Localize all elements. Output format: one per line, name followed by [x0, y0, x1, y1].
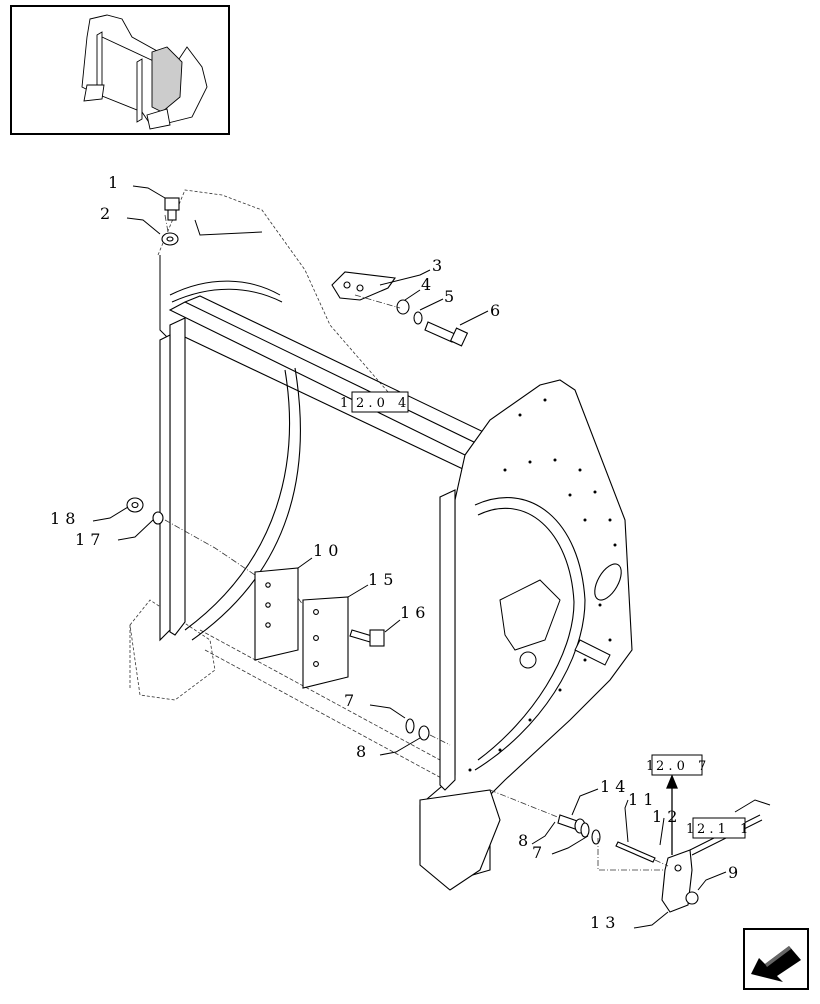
svg-text:7: 7 — [698, 759, 706, 774]
reference-12-11: 1 2 . 1 1 — [686, 817, 748, 839]
callout-3: 3 — [432, 256, 442, 275]
callout-15: 1 5 — [368, 570, 393, 589]
bolt-16 — [349, 629, 385, 647]
wear-plate-10 — [254, 567, 299, 661]
washer-5 — [413, 311, 423, 325]
bolt-6 — [424, 321, 469, 347]
callout-14: 1 4 — [600, 777, 625, 796]
washer-17 — [152, 511, 164, 525]
left-curved-strip — [184, 367, 301, 641]
washer-4 — [396, 299, 410, 315]
svg-text:1: 1 — [646, 759, 654, 774]
upper-crossbar — [168, 295, 496, 471]
svg-text:1: 1 — [686, 822, 694, 837]
callout-7b: 7 — [532, 843, 542, 862]
rear-side-plate — [129, 189, 396, 701]
front-curved-strip — [474, 497, 586, 771]
bolt-1 — [164, 197, 180, 221]
rod-11 — [615, 841, 656, 863]
ref-arrow — [666, 774, 678, 855]
svg-text:1: 1 — [340, 396, 348, 411]
rings-7-8-right — [580, 822, 601, 845]
callout-16: 1 6 — [400, 603, 425, 622]
callout-6: 6 — [490, 301, 500, 320]
rings-7-8-left — [405, 718, 430, 741]
lower-crossbar — [199, 629, 446, 781]
reference-12-07: 1 2 . 0 7 — [646, 754, 706, 776]
callout-10: 1 0 — [313, 541, 338, 560]
leader-lines — [92, 185, 727, 929]
previous-page-button[interactable] — [743, 928, 809, 990]
callout-9: 9 — [728, 863, 738, 882]
callout-7a: 7 — [344, 691, 354, 710]
thumbnail-inset — [10, 5, 230, 135]
svg-text:4: 4 — [398, 396, 406, 411]
callout-8a: 8 — [356, 742, 366, 761]
top-curved-strip — [169, 280, 283, 303]
hinge-bracket-13 — [661, 849, 699, 913]
prev-page-arrow-icon — [751, 946, 801, 982]
front-plate-holes — [468, 398, 617, 772]
nut-2 — [161, 232, 179, 246]
callout-11: 1 1 — [628, 790, 653, 809]
frame-thumbnail-icon — [81, 14, 208, 130]
latch-plate-3 — [331, 271, 396, 301]
front-plate-slot — [594, 563, 622, 601]
spring-linkage — [689, 799, 771, 856]
callout-17: 1 7 — [75, 530, 100, 549]
callout-18: 1 8 — [50, 509, 75, 528]
front-channel — [439, 489, 456, 791]
assembly-axis-lines — [164, 214, 669, 871]
callout-2: 2 — [100, 204, 110, 223]
svg-text:2 . 0: 2 . 0 — [356, 396, 385, 411]
wear-plate-15 — [302, 596, 349, 689]
svg-text:2 . 0: 2 . 0 — [656, 759, 685, 774]
nut-18 — [126, 497, 144, 513]
center-bracket — [499, 579, 611, 669]
svg-text:2 . 1: 2 . 1 — [697, 822, 726, 837]
reference-12-04: 1 2 . 0 4 — [340, 391, 409, 413]
callout-4: 4 — [421, 275, 431, 294]
callout-13: 1 3 — [590, 913, 615, 932]
svg-text:1: 1 — [740, 822, 748, 837]
left-channel — [159, 317, 186, 642]
callout-8b: 8 — [518, 831, 528, 850]
callout-1: 1 — [108, 173, 118, 192]
callout-12: 1 2 — [652, 807, 677, 826]
callout-5: 5 — [444, 287, 454, 306]
